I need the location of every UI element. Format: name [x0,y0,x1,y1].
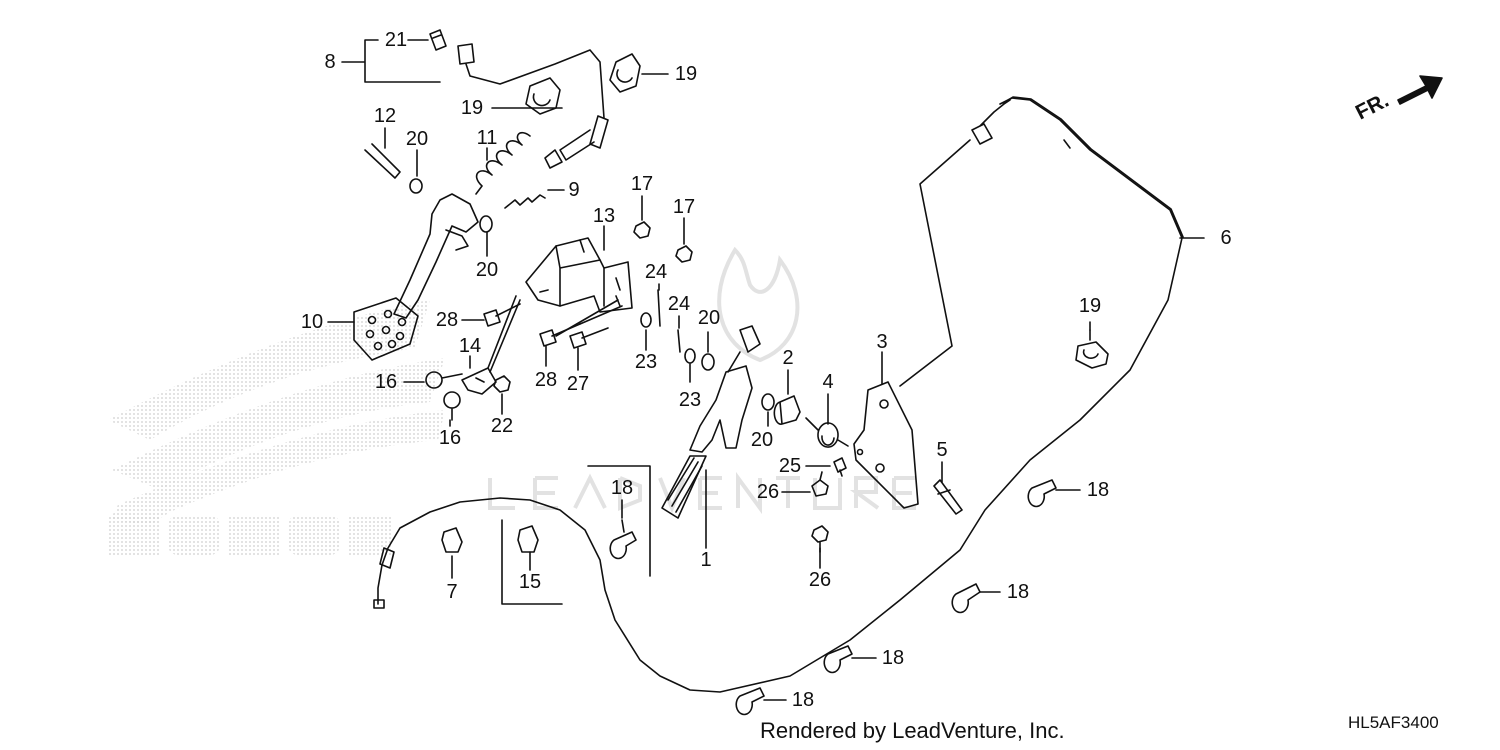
callout-4: 4 [822,371,834,393]
callout-18-a: 18 [1086,479,1110,501]
part-clip-18-e [609,519,637,560]
part-clip-18-c [823,645,853,674]
part-bracket-13 [525,237,633,313]
part-clamp-19-lower [1075,329,1109,369]
callout-18-d: 18 [791,689,815,711]
callout-1: 1 [700,549,712,571]
callout-24-a: 24 [644,261,668,283]
part-nut-17-b [675,245,693,263]
brand-watermark [108,300,445,555]
callout-28-a: 28 [435,309,459,331]
part-spring-4 [805,417,849,448]
part-clamp-19-right [609,53,641,93]
part-pin-12 [364,143,401,179]
callout-16-b: 16 [438,427,462,449]
callout-17-a: 17 [630,173,654,195]
callout-23-b: 23 [678,389,702,411]
callout-26-a: 26 [756,481,780,503]
part-bolt-28-a [483,303,521,327]
part-washer-23-a [640,312,652,328]
callout-28-b: 28 [534,369,558,391]
part-bracket-14 [461,367,497,395]
part-pin-24-a [657,289,661,327]
front-direction-arrow [1397,75,1443,105]
callout-2: 2 [782,347,794,369]
callout-7: 7 [446,581,458,603]
callout-8: 8 [324,51,336,73]
part-bolt-16-b [443,391,461,421]
callout-23-a: 23 [634,351,658,373]
callout-19-c: 19 [1078,295,1102,317]
callout-9: 9 [568,179,580,201]
part-clip-15 [517,525,539,553]
part-washer-20-b [479,215,493,233]
callout-6: 6 [1220,227,1232,249]
part-washer-20-d [761,393,775,411]
part-throttle-cable-6 [373,96,1184,693]
callout-20-a: 20 [405,128,429,150]
group-bracket-8 [341,39,441,83]
callout-11: 11 [476,127,498,149]
render-credit: Rendered by LeadVenture, Inc. [760,718,1065,743]
callout-18-c: 18 [881,647,905,669]
part-spring-11 [475,131,531,195]
callout-14: 14 [458,335,482,357]
callout-15: 15 [518,571,542,593]
part-washer-20-c [701,353,715,371]
callout-5: 5 [936,439,948,461]
boxed-group-15 [501,519,563,605]
callout-20-c: 20 [697,307,721,329]
callout-20-b: 20 [475,259,499,281]
callout-17-b: 17 [672,196,696,218]
callout-22: 22 [490,415,514,437]
callout-20-d: 20 [750,429,774,451]
callout-19-a: 19 [674,63,698,85]
callout-18-b: 18 [1006,581,1030,603]
part-bolt-27 [569,327,609,349]
callout-16-a: 16 [374,371,398,393]
callout-24-b: 24 [667,293,691,315]
part-pin-24-b [677,329,681,353]
part-bolt-16-a [425,371,463,389]
boxed-group-18 [587,465,651,577]
line-art [327,29,1443,716]
part-switch-21 [429,29,447,51]
part-washer-20-a [409,178,423,194]
part-pin-5 [933,479,963,515]
part-nut-22 [493,375,511,393]
part-spring-9 [504,194,546,209]
part-bolt-26-a [811,471,829,497]
callout-18-e: 18 [610,477,634,499]
part-clip-7 [441,527,463,553]
callout-13: 13 [592,205,616,227]
part-throttle-pedal-1 [661,325,761,519]
diagram-code: HL5AF3400 [1348,713,1439,732]
leadventure-watermark [488,246,916,515]
callout-26-b: 26 [808,569,832,591]
part-clip-18-b [951,583,981,614]
part-bolt-25 [833,457,847,477]
callout-12: 12 [373,105,397,127]
part-washer-23-b [684,348,696,364]
callout-25: 25 [778,455,802,477]
part-clip-18-d [735,687,765,716]
callout-3: 3 [876,331,888,353]
callout-10: 10 [300,311,324,333]
part-wire-harness-8 [457,43,609,169]
callout-21: 21 [384,29,408,51]
part-clip-18-a [1027,479,1057,508]
callout-27: 27 [566,373,590,395]
part-brake-pedal-10 [353,193,479,361]
part-plate-3 [853,381,919,509]
callout-19-b: 19 [460,97,484,119]
part-collar-2 [773,395,801,425]
part-nut-17-a [633,221,651,239]
